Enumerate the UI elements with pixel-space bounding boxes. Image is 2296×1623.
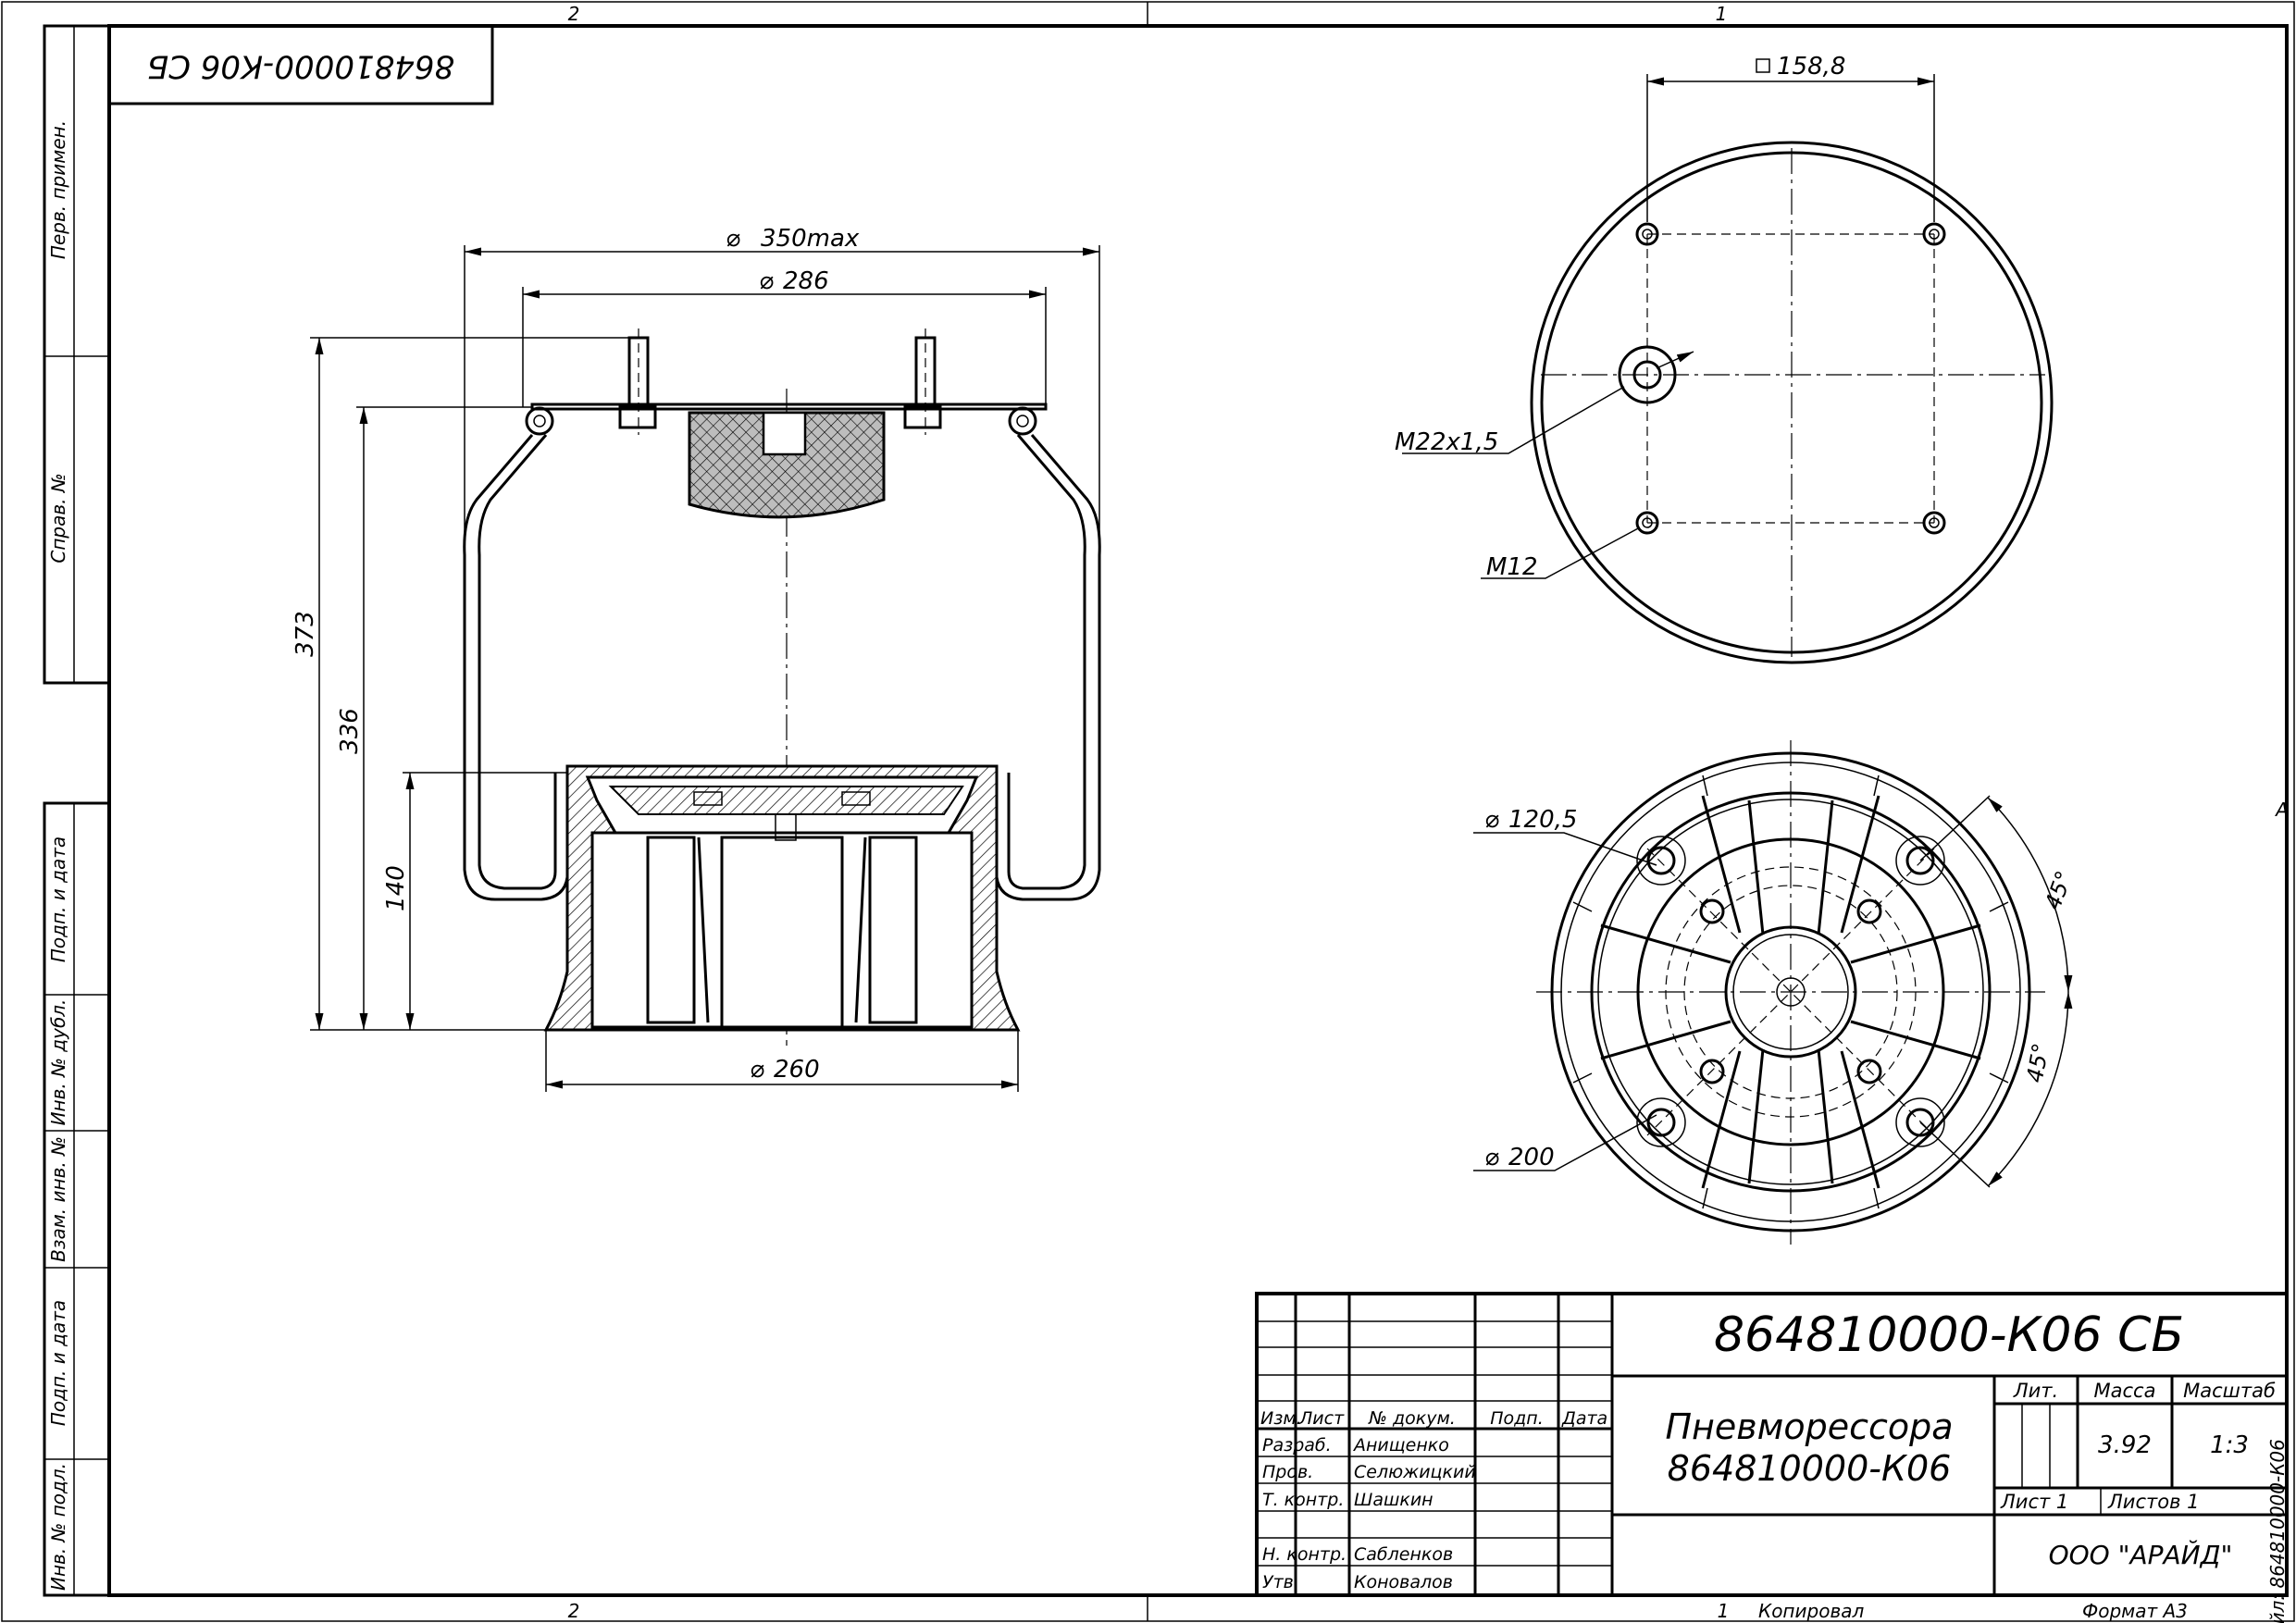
zone-side: A xyxy=(2274,799,2289,821)
copied-by-label: Копировал xyxy=(1758,1600,1864,1622)
dim-286: ⌀ 286 xyxy=(759,267,828,295)
col-sprav-no: Справ. № xyxy=(47,473,69,563)
zone-top-left: 2 xyxy=(568,3,580,25)
rotated-number-box xyxy=(107,24,494,105)
zone-bottom-right: 1 xyxy=(1718,1600,1730,1622)
dim-350-value: 350max xyxy=(761,225,860,253)
role-utv: Утв. xyxy=(1262,1572,1299,1592)
zone-bottom-left: 2 xyxy=(568,1600,580,1622)
dim-260: ⌀ 260 xyxy=(750,1056,819,1084)
label-thread-m22: М22x1,5 xyxy=(1395,428,1498,456)
dia-symbol-260: ⌀ xyxy=(750,1056,764,1084)
top-view xyxy=(1402,74,2054,664)
dim-286-value: 286 xyxy=(783,267,829,295)
sheet-number: Лист 1 xyxy=(2000,1491,2068,1513)
role-razrab: Разраб. xyxy=(1262,1435,1332,1456)
title-block-grid xyxy=(1255,1292,2289,1597)
name-n-kontr: Сабленков xyxy=(1354,1544,1453,1565)
dim-260-value: 260 xyxy=(774,1056,820,1084)
label-thread-m12: М12 xyxy=(1486,553,1538,581)
dim-140: 140 xyxy=(382,865,410,911)
side-view xyxy=(310,245,1101,1092)
dim-373: 373 xyxy=(292,611,319,657)
col-perv-primen: Перв. примен. xyxy=(47,120,69,259)
col-inv-podl: Инв. № подл. xyxy=(47,1463,69,1591)
col-inv-dubl: Инв. № дубл. xyxy=(47,999,69,1126)
dia-symbol-120: ⌀ xyxy=(1484,806,1499,834)
side-columns xyxy=(43,24,111,1597)
dia-symbol-200: ⌀ xyxy=(1484,1144,1499,1171)
lit-label: Лит. xyxy=(2013,1380,2058,1402)
col-date: Дата xyxy=(1561,1408,1607,1429)
title-name-line1: Пневморессора xyxy=(1665,1406,1953,1447)
scale-label: Масштаб xyxy=(2183,1380,2276,1402)
dia-symbol-350: ⌀ xyxy=(726,225,740,253)
dim-336: 336 xyxy=(336,708,364,754)
col-podp: Подп. xyxy=(1490,1408,1544,1429)
role-prov: Пров. xyxy=(1262,1462,1313,1482)
dim-200: ⌀ 200 xyxy=(1484,1144,1554,1171)
dim-120: ⌀ 120,5 xyxy=(1484,806,1577,834)
rotated-drawing-number: 864810000-К06 СБ xyxy=(147,48,454,85)
dim-square: 158,8 xyxy=(1756,53,1845,81)
scale-value: 1:3 xyxy=(2210,1431,2249,1459)
col-podp-data-1: Подп. и дата xyxy=(47,836,69,962)
mass-value: 3.92 xyxy=(2098,1431,2152,1459)
dim-120-value: 120,5 xyxy=(1508,806,1577,834)
format-label: Формат А3 xyxy=(2082,1600,2188,1622)
angle-label-upper: 45° xyxy=(2040,867,2078,913)
dim-350: ⌀ 350max xyxy=(726,225,860,253)
company-name: ООО "АРАЙД" xyxy=(2049,1539,2233,1570)
name-razrab: Анищенко xyxy=(1352,1435,1449,1456)
title-designation: 864810000-К06 СБ xyxy=(1714,1307,2184,1363)
name-utv: Коновалов xyxy=(1354,1572,1453,1592)
dia-symbol-286: ⌀ xyxy=(759,267,774,295)
angle-label-lower: 45° xyxy=(2022,1041,2054,1084)
col-vzam-inv: Взам. инв. № xyxy=(47,1136,69,1262)
col-doc: № докум. xyxy=(1368,1408,1456,1429)
sheets-total: Листов 1 xyxy=(2107,1491,2199,1513)
col-list: Лист xyxy=(1298,1408,1345,1429)
dim-200-value: 200 xyxy=(1508,1144,1555,1171)
name-t-kontr: Шашкин xyxy=(1354,1490,1433,1510)
role-t-kontr: Т. контр. xyxy=(1262,1490,1344,1510)
name-prov: Селюжицкий xyxy=(1354,1462,1476,1482)
bottom-view xyxy=(1473,740,2073,1245)
square-symbol xyxy=(1756,58,1770,73)
zone-top-right: 1 xyxy=(1716,3,1728,25)
mass-label: Масса xyxy=(2094,1380,2156,1402)
col-izm: Изм. xyxy=(1260,1408,1302,1429)
col-podp-data-2: Подп. и дата xyxy=(47,1300,69,1426)
title-name-line2: 864810000-К06 xyxy=(1668,1448,1952,1489)
dim-square-value: 158,8 xyxy=(1777,53,1845,81)
role-n-kontr: Н. контр. xyxy=(1262,1544,1347,1565)
